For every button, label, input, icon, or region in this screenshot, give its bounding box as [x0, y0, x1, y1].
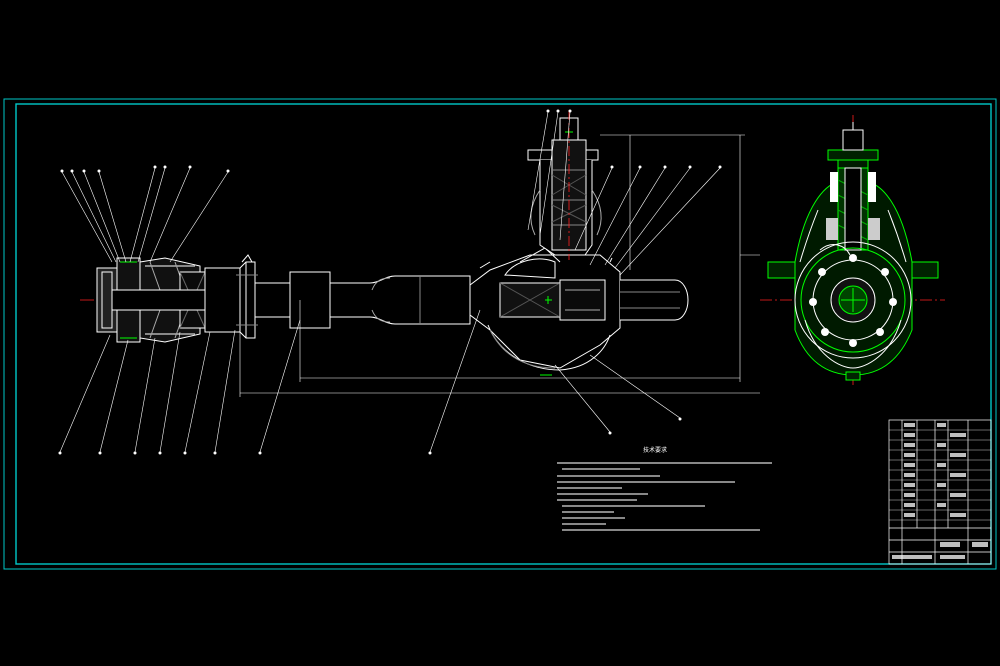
- leader-balloons: [58, 109, 722, 455]
- notes-text-lines: [557, 462, 772, 531]
- drawing-frame: [3, 98, 997, 570]
- technical-requirements: 技术要求: [557, 446, 772, 531]
- axle-tube: [254, 271, 471, 329]
- side-section-view: [760, 115, 945, 385]
- pinion-housing: [527, 110, 602, 260]
- knuckle-bracket: [204, 254, 258, 339]
- axle-assembly-view: [58, 109, 760, 455]
- title-block: [888, 419, 992, 565]
- dimension-lines: [239, 134, 760, 397]
- leader-lines: [59, 111, 721, 453]
- differential-housing: [469, 247, 621, 376]
- half-shaft-right: [620, 279, 689, 321]
- notes-title: 技术要求: [643, 446, 667, 454]
